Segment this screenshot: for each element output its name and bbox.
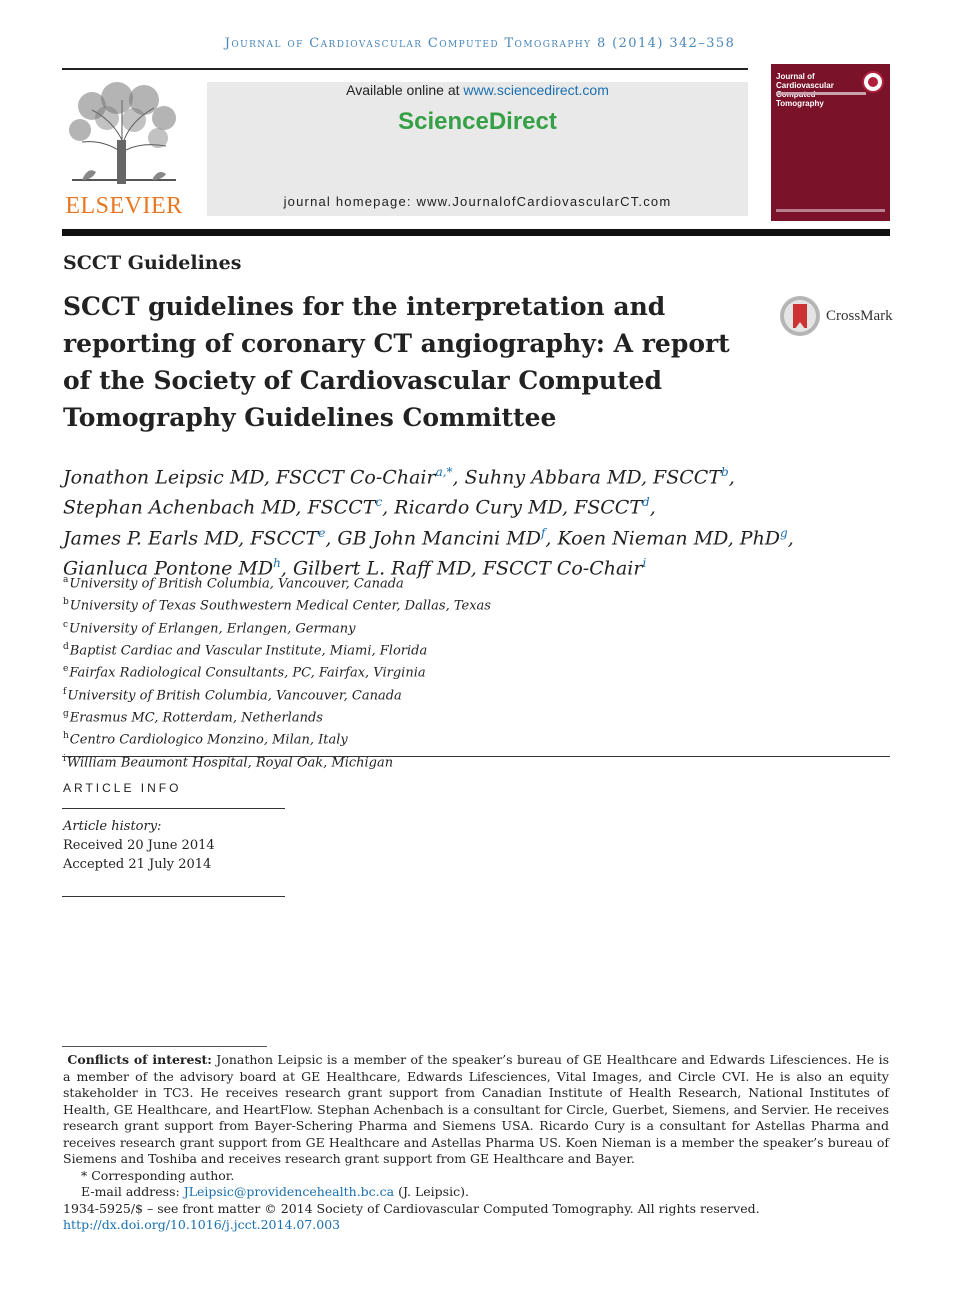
sciencedirect-brand[interactable]: ScienceDirect bbox=[398, 108, 557, 135]
available-online: Available online at www.sciencedirect.co… bbox=[207, 82, 748, 98]
sciencedirect-link[interactable]: www.sciencedirect.com bbox=[463, 82, 609, 98]
history-label: Article history: bbox=[63, 819, 162, 834]
footnote-rule bbox=[62, 1046, 267, 1047]
author: Gilbert L. Raff MD, FSCCT Co-Chair bbox=[292, 557, 643, 580]
author: GB John Mancini MD bbox=[337, 526, 541, 549]
conflicts-of-interest: Conflicts of interest: Jonathon Leipsic … bbox=[63, 1052, 889, 1168]
affiliation: cUniversity of Erlangen, Erlangen, Germa… bbox=[63, 616, 763, 638]
author: Gianluca Pontone MD bbox=[63, 557, 274, 580]
author-list: Jonathon Leipsic MD, FSCCT Co-Chaira,*, … bbox=[63, 460, 823, 581]
affiliation: fUniversity of British Columbia, Vancouv… bbox=[63, 683, 763, 705]
author: Stephan Achenbach MD, FSCCT bbox=[63, 496, 376, 519]
affiliation-key: c bbox=[63, 619, 69, 630]
crossmark-label: CrossMark bbox=[826, 308, 893, 324]
author: Suhny Abbara MD, FSCCT bbox=[464, 466, 721, 489]
affiliation-text: William Beaumont Hospital, Royal Oak, Mi… bbox=[66, 754, 394, 770]
seal-icon bbox=[862, 71, 884, 93]
affiliation: hCentro Cardiologico Monzino, Milan, Ita… bbox=[63, 727, 763, 749]
author-separator: , bbox=[545, 526, 558, 549]
article-history: Article history: Received 20 June 2014 A… bbox=[63, 817, 215, 874]
author: James P. Earls MD, FSCCT bbox=[63, 526, 319, 549]
article-info-rule bbox=[62, 808, 285, 809]
affiliation-key: a bbox=[63, 575, 69, 585]
affiliation-text: Erasmus MC, Rotterdam, Netherlands bbox=[69, 710, 323, 726]
affiliation: eFairfax Radiological Consultants, PC, F… bbox=[63, 660, 763, 682]
author-separator: , bbox=[649, 496, 656, 519]
accepted-date: Accepted 21 July 2014 bbox=[63, 857, 212, 872]
affiliation-text: University of British Columbia, Vancouve… bbox=[69, 576, 404, 592]
cover-title: Journal of Cardiovascular Computed Tomog… bbox=[776, 72, 834, 108]
author-affiliation-link[interactable]: c bbox=[375, 495, 383, 510]
affiliation-text: University of British Columbia, Vancouve… bbox=[67, 687, 402, 703]
affiliation: bUniversity of Texas Southwestern Medica… bbox=[63, 593, 763, 615]
article-info-rule-bottom bbox=[62, 896, 285, 897]
issn-copyright: 1934-5925/$ – see front matter © 2014 So… bbox=[63, 1200, 760, 1216]
author-affiliation-link[interactable]: e bbox=[318, 525, 326, 540]
author-separator: , bbox=[452, 466, 465, 489]
received-date: Received 20 June 2014 bbox=[63, 838, 215, 853]
author-affiliation-link[interactable]: h bbox=[273, 555, 281, 570]
affiliation-key: e bbox=[63, 664, 69, 675]
footnotes: Conflicts of interest: Jonathon Leipsic … bbox=[63, 1052, 889, 1234]
author: Jonathon Leipsic MD, FSCCT Co-Chair bbox=[63, 466, 436, 489]
affiliation-key: h bbox=[63, 731, 69, 742]
author-affiliation-link[interactable]: i bbox=[642, 555, 647, 570]
elsevier-logo[interactable]: ELSEVIER bbox=[62, 80, 186, 220]
running-head: Journal of Cardiovascular Computed Tomog… bbox=[224, 36, 736, 51]
author-separator: , bbox=[787, 526, 794, 549]
author-affiliation-link[interactable]: a,* bbox=[435, 465, 453, 479]
journal-homepage[interactable]: journal homepage: www.JournalofCardiovas… bbox=[283, 194, 672, 209]
affiliation-key: b bbox=[63, 597, 69, 608]
crossmark-badge[interactable]: CrossMark bbox=[780, 296, 893, 340]
coi-label: Conflicts of interest: bbox=[67, 1052, 212, 1067]
article-info-heading: ARTICLE INFO bbox=[63, 781, 182, 795]
author-affiliation-link[interactable]: f bbox=[540, 525, 546, 540]
affiliation-text: Baptist Cardiac and Vascular Institute, … bbox=[69, 643, 428, 659]
affiliation: gErasmus MC, Rotterdam, Netherlands bbox=[63, 705, 763, 727]
affiliation-text: Centro Cardiologico Monzino, Milan, Ital… bbox=[69, 732, 348, 748]
author-separator: , bbox=[280, 557, 293, 580]
crossmark-icon bbox=[780, 296, 820, 336]
doi-link[interactable]: http://dx.doi.org/10.1016/j.jcct.2014.07… bbox=[63, 1217, 341, 1232]
author-separator: , bbox=[325, 526, 338, 549]
article-title: SCCT guidelines for the interpretation a… bbox=[63, 292, 730, 432]
author: Ricardo Cury MD, FSCCT bbox=[394, 496, 643, 519]
affiliation-text: Fairfax Radiological Consultants, PC, Fa… bbox=[69, 665, 426, 681]
elsevier-wordmark: ELSEVIER bbox=[65, 193, 183, 219]
email-prefix: E-mail address: bbox=[81, 1184, 184, 1199]
cover-subtitle-bar bbox=[776, 92, 866, 95]
author: Koen Nieman MD, PhD bbox=[557, 526, 781, 549]
affiliation-key: g bbox=[63, 708, 69, 719]
affiliation-key: i bbox=[63, 753, 66, 764]
author-separator: , bbox=[382, 496, 395, 519]
available-prefix: Available online at bbox=[346, 82, 464, 98]
corresponding-author: * Corresponding author. bbox=[81, 1167, 235, 1183]
email-suffix: (J. Leipsic). bbox=[394, 1184, 469, 1199]
affiliation-text: University of Texas Southwestern Medical… bbox=[69, 598, 491, 614]
header-divider bbox=[62, 229, 890, 236]
affiliation-list: aUniversity of British Columbia, Vancouv… bbox=[63, 571, 763, 772]
sciencedirect-banner bbox=[207, 82, 748, 216]
section-label: SCCT Guidelines bbox=[63, 252, 242, 274]
affiliation-key: d bbox=[63, 641, 69, 652]
cover-footer-bar bbox=[776, 209, 885, 212]
email-link[interactable]: JLeipsic@providencehealth.bc.ca bbox=[183, 1184, 395, 1199]
affiliation: aUniversity of British Columbia, Vancouv… bbox=[63, 571, 763, 593]
author-separator: , bbox=[728, 466, 735, 489]
affiliation-key: f bbox=[63, 686, 67, 697]
email-line: E-mail address: JLeipsic@providencehealt… bbox=[63, 1184, 889, 1201]
author-affiliation-link[interactable]: g bbox=[780, 525, 788, 540]
affiliation: dBaptist Cardiac and Vascular Institute,… bbox=[63, 638, 763, 660]
author-affiliation-link[interactable]: b bbox=[721, 465, 729, 479]
affiliation: iWilliam Beaumont Hospital, Royal Oak, M… bbox=[63, 750, 763, 772]
elsevier-tree-icon bbox=[69, 82, 176, 185]
coi-text: Jonathon Leipsic is a member of the spea… bbox=[63, 1052, 889, 1166]
affiliation-text: University of Erlangen, Erlangen, German… bbox=[69, 620, 356, 636]
header-top-rule bbox=[62, 68, 748, 70]
author-affiliation-link[interactable]: d bbox=[642, 495, 650, 510]
article-info-divider bbox=[62, 756, 890, 757]
journal-cover-thumbnail[interactable]: Journal of Cardiovascular Computed Tomog… bbox=[771, 64, 890, 221]
